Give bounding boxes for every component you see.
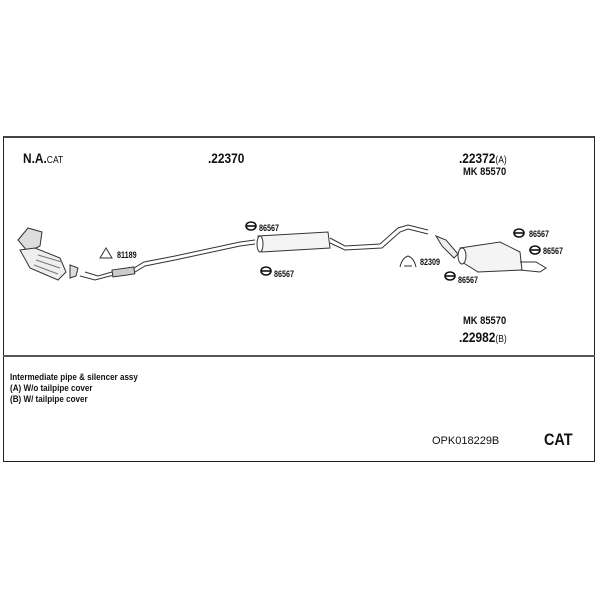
rear-muffler (434, 234, 547, 273)
gasket-part-number: 81189 (117, 250, 137, 260)
muffler-inlet (256, 235, 264, 253)
hanger-part-number: 86567 (458, 275, 479, 285)
note-line: (B) W/ tailpipe cover (10, 394, 88, 405)
hanger-icon (245, 221, 257, 231)
hanger-icon (444, 271, 456, 281)
hanger-icon (260, 266, 272, 276)
rear-b-kit: MK 85570 (463, 315, 507, 327)
notes: Intermediate pipe & silencer assy (A) W/… (10, 372, 138, 405)
hanger-part-number: 86567 (529, 229, 550, 239)
intermediate-pipe (329, 224, 429, 251)
intermediate-label: .22370 (208, 150, 245, 166)
front-gasket-icon (99, 247, 113, 259)
note-line: Intermediate pipe & silencer assy (10, 372, 138, 383)
hanger-part-number: 86567 (274, 269, 295, 279)
flex-joint (111, 266, 136, 278)
hanger-part-number: 86567 (543, 246, 564, 256)
intermediate-muffler (257, 231, 331, 253)
clamp-icon (399, 255, 417, 268)
divider (3, 355, 595, 357)
clamp-part-number: 82309 (420, 257, 441, 267)
diagram-code: OPK018229B (432, 435, 500, 447)
front-pipe (79, 239, 256, 281)
rear-b-label: .22982(B) (459, 329, 507, 345)
catalytic-converter (17, 227, 79, 281)
note-line: (A) W/o tailpipe cover (10, 383, 93, 394)
rear-a-kit: MK 85570 (463, 166, 507, 178)
type-label: CAT (544, 430, 573, 449)
front-label: N.A.CAT (23, 150, 64, 166)
diagram-frame (3, 136, 595, 462)
rear-a-label: .22372(A) (459, 150, 507, 166)
hanger-icon (529, 245, 541, 255)
hanger-icon (513, 228, 525, 238)
hanger-part-number: 86567 (259, 223, 280, 233)
